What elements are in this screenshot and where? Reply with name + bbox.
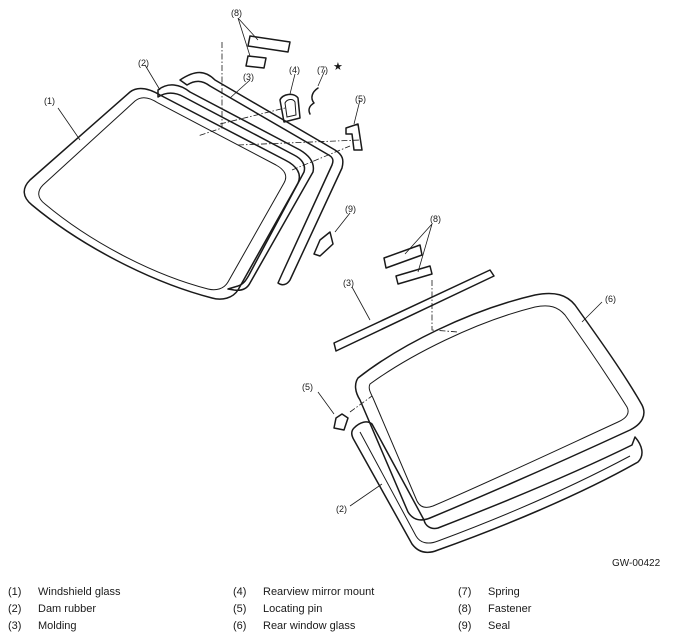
legend-item: (7) Spring: [458, 585, 658, 599]
legend-label: Rear window glass: [263, 620, 356, 632]
callout-5-front: (5): [355, 94, 366, 104]
leader-c2b: [349, 483, 383, 507]
legend-number: (5): [233, 603, 247, 615]
callout-1: (1): [44, 96, 55, 106]
figure-id: GW-00422: [612, 558, 661, 569]
callout-2-front: (2): [138, 58, 149, 68]
callout-3-front: (3): [243, 72, 254, 82]
dash-front-4: [291, 145, 351, 171]
locating-pin-front: [345, 123, 363, 151]
legend-item: (3) Molding: [8, 619, 208, 633]
fastener-rear-b: [395, 265, 433, 285]
rear-window-glass-outer: [354, 292, 645, 521]
legend-label: Molding: [38, 620, 77, 632]
callout-5-rear: (5): [302, 382, 313, 392]
legend-label: Dam rubber: [38, 603, 97, 615]
callout-2-rear: (2): [336, 504, 347, 514]
legend-label: Locating pin: [263, 603, 323, 615]
callout-6: (6): [605, 294, 616, 304]
dash-front-1: [197, 42, 223, 137]
callout-9: (9): [345, 204, 356, 214]
legend-number: (4): [233, 586, 247, 598]
spring-part: [308, 87, 319, 115]
legend-label: Fastener: [488, 603, 532, 615]
callout-4: (4): [289, 65, 300, 75]
seal-part: [313, 231, 334, 257]
leader-c9: [334, 212, 351, 233]
leader-c8a: [237, 17, 259, 57]
leader-c7: [317, 69, 326, 87]
legend-item: (9) Seal: [458, 619, 658, 633]
front-dam-rubber: [157, 84, 315, 291]
legend-label: Spring: [488, 586, 520, 598]
legend-number: (7): [458, 586, 472, 598]
dash-rear-1: [431, 280, 459, 333]
legend-item: (8) Fastener: [458, 602, 658, 616]
callout-star: ★: [333, 61, 343, 73]
windshield-glass-outer: [23, 87, 301, 300]
callout-3-rear: (3): [343, 278, 354, 288]
rearview-mirror-mount: [279, 93, 301, 123]
leader-c4: [289, 73, 296, 95]
dash-rear-2: [349, 395, 373, 413]
legend-item: (6) Rear window glass: [233, 619, 443, 633]
leader-c5b: [317, 391, 335, 415]
front-molding: [179, 71, 344, 286]
legend-item: (5) Locating pin: [233, 602, 443, 616]
legend-number: (6): [233, 620, 247, 632]
leader-c3b: [351, 286, 371, 321]
leader-c2a: [144, 64, 161, 91]
legend-number: (3): [8, 620, 22, 632]
fastener-front-a: [247, 35, 291, 53]
mirror-mount-inner: [284, 99, 297, 118]
parts-legend: (1) Windshield glass (2) Dam rubber (3) …: [8, 585, 668, 639]
leader-c8b: [404, 223, 433, 273]
leader-c5a: [353, 99, 361, 125]
legend-number: (2): [8, 603, 22, 615]
legend-item: (1) Windshield glass: [8, 585, 208, 599]
legend-number: (9): [458, 620, 472, 632]
exploded-parts-diagram: (8) (2) (3) (4) (7) ★ (1) (5) (9) (8) (3…: [23, 8, 661, 569]
leader-c1: [57, 107, 81, 141]
legend-number: (8): [458, 603, 472, 615]
rear-molding: [333, 269, 495, 352]
legend-number: (1): [8, 586, 22, 598]
leader-c6: [581, 301, 603, 323]
fastener-front-b: [245, 55, 267, 69]
legend-label: Rearview mirror mount: [263, 586, 375, 598]
callout-7: (7): [317, 65, 328, 75]
fastener-rear-a: [383, 244, 423, 269]
legend-label: Windshield glass: [38, 586, 121, 598]
windshield-glass-inner: [38, 97, 287, 291]
rear-dam-rubber-inner: [359, 431, 631, 544]
callout-8-front: (8): [231, 8, 242, 18]
legend-item: (4) Rearview mirror mount: [233, 585, 443, 599]
legend-label: Seal: [488, 620, 511, 632]
legend-item: (2) Dam rubber: [8, 602, 208, 616]
locating-pin-rear: [333, 413, 349, 431]
rear-dam-rubber: [351, 421, 643, 554]
callout-8-rear: (8): [430, 214, 441, 224]
rear-window-glass-inner: [368, 305, 629, 508]
leader-c3a: [229, 79, 251, 99]
dash-front-3: [237, 139, 361, 146]
